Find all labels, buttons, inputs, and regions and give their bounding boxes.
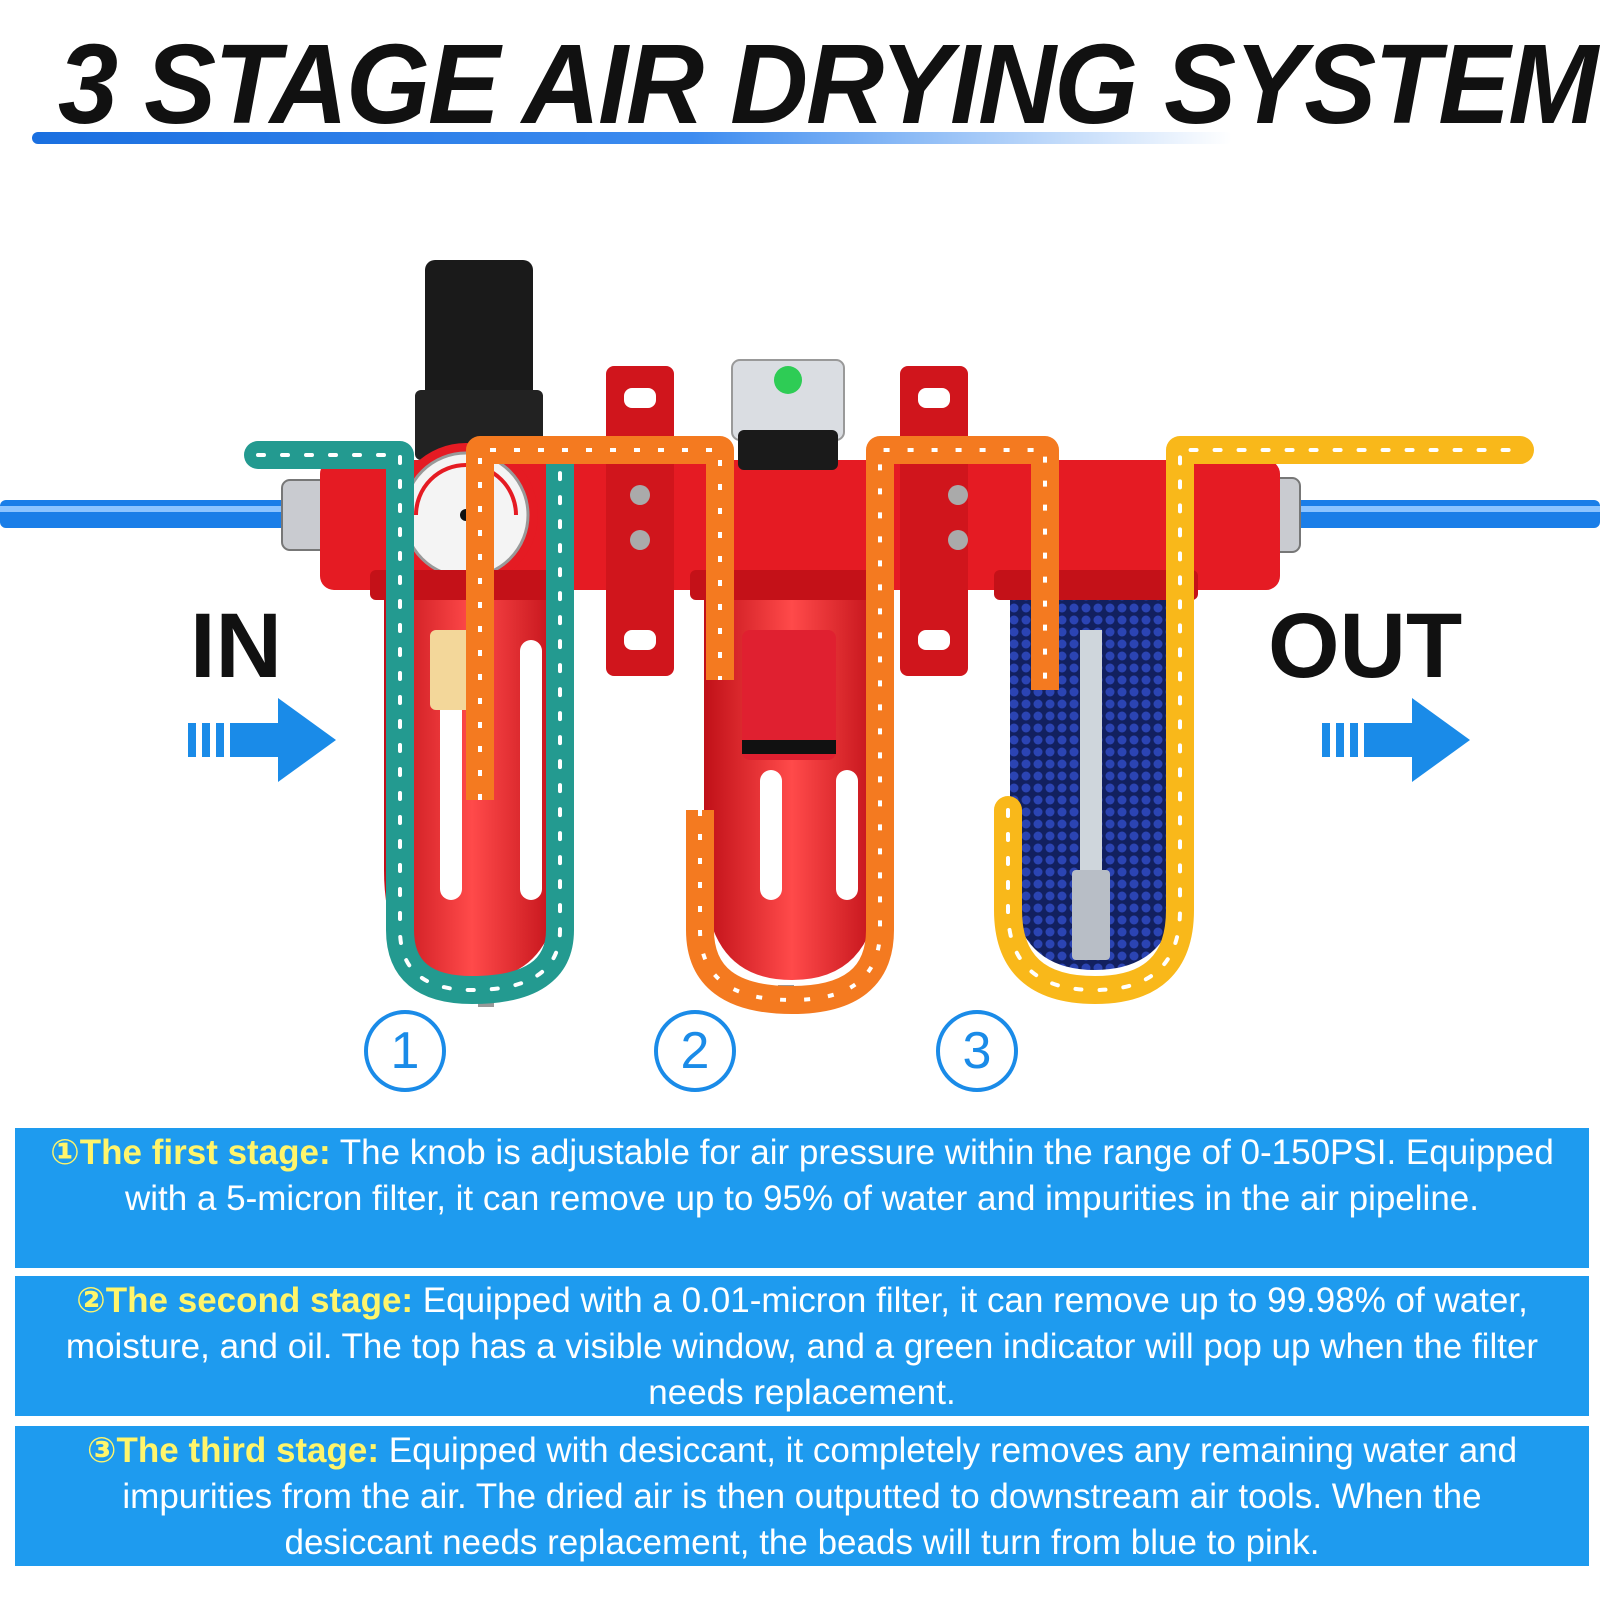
stage2-description: Equipped with a 0.01-micron filter, it c…: [65, 1281, 1539, 1412]
stage-number-3: 3: [936, 1010, 1018, 1092]
stage3-description: Equipped with desiccant, it completely r…: [122, 1431, 1518, 1562]
air-pipe-outlet: [1290, 500, 1600, 528]
mounting-bracket-2: [900, 366, 968, 676]
air-pipe-inlet: [0, 500, 300, 528]
stage3-label: ③The third stage:: [86, 1431, 380, 1470]
mounting-bracket-1: [606, 366, 674, 676]
flow-path-stage1: [244, 436, 604, 1004]
stage2-label: ②The second stage:: [76, 1281, 414, 1320]
stage3-desiccant-bowl: [994, 570, 1198, 970]
stage-number-1: 1: [364, 1010, 446, 1092]
stage1-label: ①The first stage:: [50, 1133, 331, 1172]
in-arrow-icon: [188, 698, 336, 782]
stage1-panel: ①The first stage: The knob is adjustable…: [15, 1128, 1589, 1268]
label-out: OUT: [1268, 595, 1463, 697]
stage2-filter-bowl: [690, 570, 894, 980]
label-in: IN: [190, 595, 282, 697]
title-area: 3 STAGE AIR DRYING SYSTEM: [0, 0, 1600, 170]
stage1-description: The knob is adjustable for air pressure …: [125, 1133, 1554, 1218]
out-arrow-icon: [1322, 698, 1470, 782]
stage-number-2: 2: [654, 1010, 736, 1092]
stage2-panel: ②The second stage: Equipped with a 0.01-…: [15, 1276, 1589, 1416]
page-title: 3 STAGE AIR DRYING SYSTEM: [58, 19, 1598, 147]
regulator-knob: [415, 260, 543, 460]
air-dryer-diagram: IN OUT 1 2 3: [0, 170, 1600, 1110]
flow-path-stage2: [466, 436, 1059, 1014]
flow-path-stage3: [994, 436, 1534, 1004]
filter-indicator-window: [731, 359, 845, 470]
title-underline: [32, 132, 1232, 144]
product-illustration: [0, 260, 1600, 1014]
stage3-panel: ③The third stage: Equipped with desiccan…: [15, 1426, 1589, 1566]
